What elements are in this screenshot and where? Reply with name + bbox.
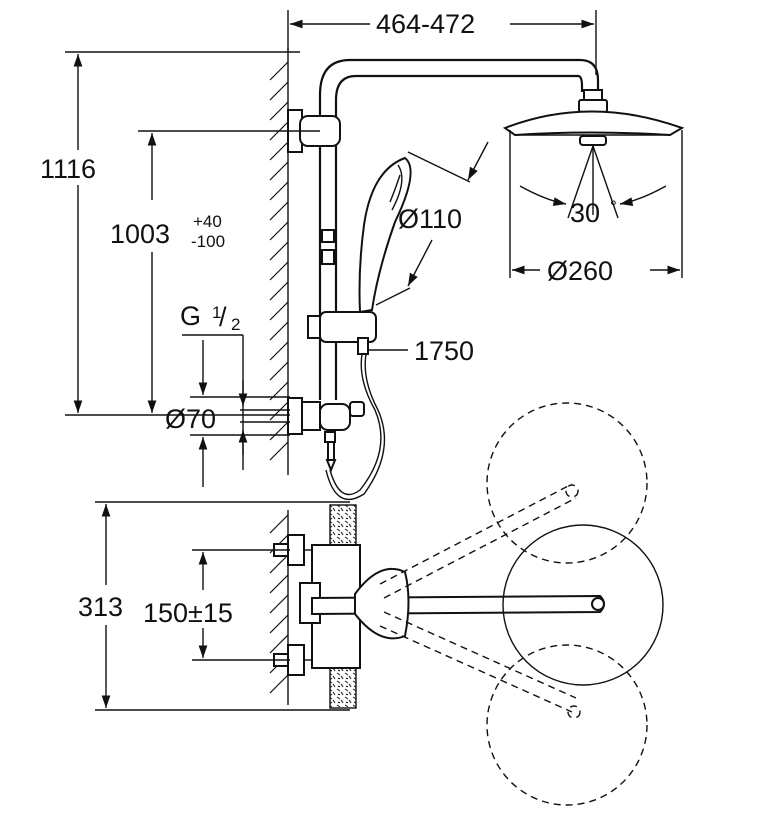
lower-wall xyxy=(269,510,289,705)
dim-arm-reach: 464-472 xyxy=(287,9,597,75)
height-tolerance-minus: -100 xyxy=(191,232,225,251)
dim-thread: G 1 / 2 xyxy=(180,301,248,470)
hand-shower xyxy=(325,156,412,501)
dim-head: Ø260 xyxy=(509,130,683,286)
thread-numerator: 1 xyxy=(212,303,221,322)
degree-symbol: ° xyxy=(610,197,617,216)
dim-hose: 1750 xyxy=(368,336,474,366)
mixer-height-label: 313 xyxy=(78,592,123,622)
hand-shower-diameter-label: Ø110 xyxy=(398,204,462,234)
dim-flange: Ø70 xyxy=(165,340,290,487)
thread-denominator: 2 xyxy=(231,315,240,334)
flange-diameter-label: Ø70 xyxy=(165,404,216,434)
dim-hand-shower: Ø110 xyxy=(375,141,489,306)
total-height-label: 1116 xyxy=(40,154,96,184)
dim-total-height: 1116 xyxy=(40,51,300,416)
head-diameter-label: Ø260 xyxy=(547,256,613,286)
upper-mixer xyxy=(287,397,365,473)
hose-length-label: 1750 xyxy=(414,336,474,366)
swivel-angle-label: 30 xyxy=(570,198,600,228)
lever-swing-positions xyxy=(379,402,664,806)
height-tolerance-plus: +40 xyxy=(193,212,222,231)
shower-head xyxy=(502,89,685,146)
shower-height-label: 1003 xyxy=(110,219,170,249)
upper-wall xyxy=(269,48,289,475)
dim-shower-height: 1003 +40 -100 xyxy=(110,130,320,413)
inlet-spacing-label: 150±15 xyxy=(143,598,233,628)
dim-mixer-height: 313 xyxy=(78,501,350,711)
thread-label: G xyxy=(180,301,201,331)
dim-inlet-spacing: 150±15 xyxy=(143,549,290,661)
lower-mixer xyxy=(273,504,605,709)
arm-reach-label: 464-472 xyxy=(376,9,475,39)
thread-slash: / xyxy=(219,302,227,332)
dim-swivel-angle: 30 ° xyxy=(519,145,667,228)
